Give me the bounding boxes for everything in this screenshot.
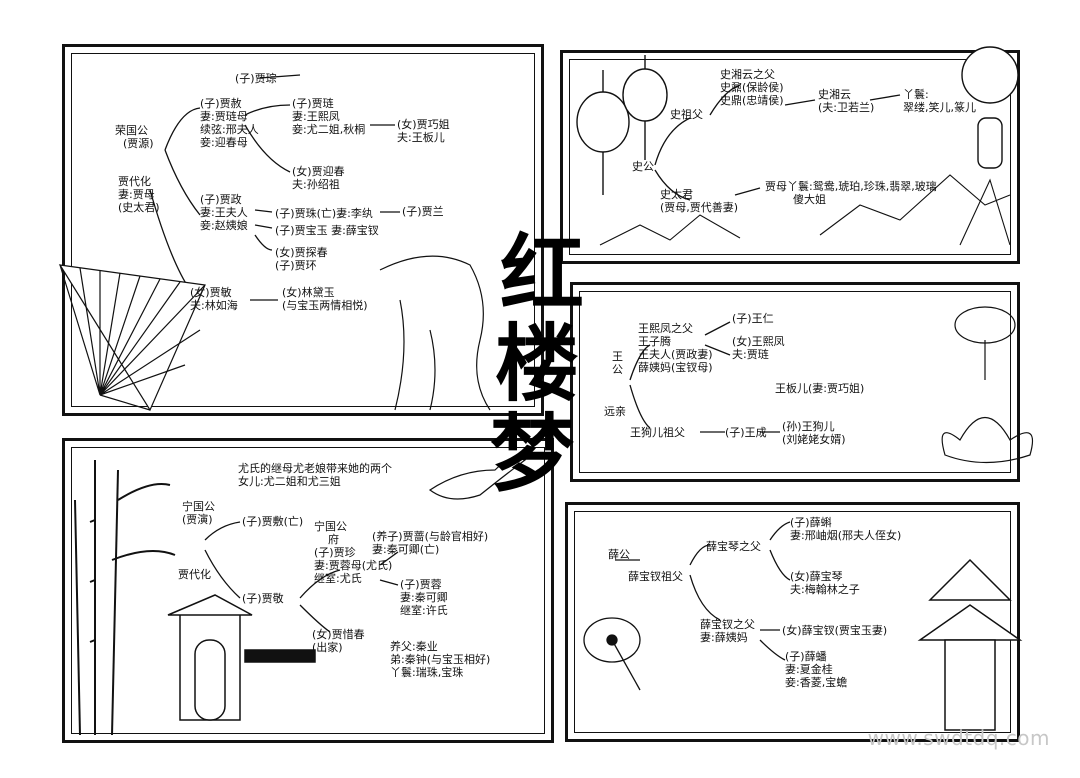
shi-family-panel	[560, 50, 1020, 264]
ning-ke: 养父:秦业弟:秦钟(与宝玉相好)丫鬟:瑞珠,宝珠	[390, 640, 491, 679]
ning-fu: (子)贾敷(亡)	[242, 515, 304, 528]
xue-baochai: (女)薛宝钗(贾宝玉妻)	[782, 624, 888, 637]
jia-zong: (子)贾琮	[235, 72, 277, 85]
wang-family-panel	[570, 282, 1020, 482]
lantern-illustration	[576, 46, 1019, 195]
mountains-illustration	[599, 174, 1011, 246]
wang-gougou: (孙)王狗儿(刘姥姥女婿)	[782, 420, 846, 446]
jia-baoyu: (子)贾宝玉 妻:薛宝钗	[275, 224, 379, 237]
xue-gong: 薛公	[608, 548, 630, 561]
shi-xiangyun-maid: 丫鬟:翠缕,笑儿,篆儿	[903, 88, 976, 114]
xue-baoqin: (女)薛宝琴夫:梅翰林之子	[790, 570, 860, 596]
wang-banr: 王板儿(妻:贾巧姐)	[775, 382, 865, 395]
jia-daiyu: (女)林黛玉(与宝玉两情相悦)	[282, 286, 368, 312]
jia-root: 荣国公(贾源)	[115, 124, 154, 150]
shi-xiangyun-fu: 史湘云之父史鼐(保龄侯)史鼎(忠靖侯)	[720, 68, 784, 107]
jia-qiaojie: (女)贾巧姐夫:王板儿	[397, 118, 450, 144]
ning-sub: 宁国公府(子)贾珍妻:贾蓉母(尤氏)继室:尤氏	[314, 520, 393, 585]
ning-note: 尤氏的继母尤老娘带来她的两个女儿:尤二姐和尤三姐	[238, 462, 392, 488]
xue-pan: (子)薛蟠妻:夏金桂妾:香菱,宝蟾	[785, 650, 848, 689]
shi-gong: 史公	[632, 160, 654, 173]
umbrella-illustration	[583, 617, 641, 691]
jia-lian: (子)贾琏妻:王熙凤妾:尤二姐,秋桐	[292, 97, 366, 136]
xue-chai-fu: 薛宝钗之父妻:薛姨妈	[700, 618, 755, 644]
ning-root: 宁国公(贾演)	[182, 500, 215, 526]
shi-xiangyun: 史湘云(夫:卫若兰)	[818, 88, 875, 114]
title-char-3: 梦	[490, 404, 575, 503]
title-char-1: 红	[500, 224, 585, 323]
jia-min: (女)贾敏夫:林如海	[190, 286, 238, 312]
wang-cheng: (子)王成	[725, 426, 767, 439]
xue-zu: 薛宝钗祖父	[628, 570, 683, 583]
ning-xichun: (女)贾惜春(出家)	[312, 628, 365, 654]
wang-gougou-zu: 王狗儿祖父	[630, 426, 685, 439]
ning-daihua: 贾代化	[178, 568, 211, 581]
jia-she: (子)贾赦妻:贾琏母续弦:邢夫人妾:迎春母	[200, 97, 259, 149]
bamboo-illustration	[74, 460, 176, 736]
pavilion-illustration	[917, 558, 1023, 731]
shi-taijun: 史太君(贾母,贾代善妻)	[660, 188, 739, 214]
bird-illustration	[428, 458, 527, 500]
title-char-2: 楼	[495, 314, 580, 413]
jia-zheng: (子)贾政妻:王夫人妾:赵姨娘	[200, 193, 248, 232]
jia-zhu: (子)贾珠(亡)妻:李纨	[275, 207, 373, 220]
jia-tanchun: (女)贾探春(子)贾环	[275, 246, 328, 272]
jia-dai: 贾代化妻:贾母(史太君)	[118, 175, 160, 214]
ning-family-panel	[62, 438, 554, 743]
ning-rong2: (子)贾蓉妻:秦可卿继室:许氏	[400, 578, 448, 617]
wang-gong: 王公	[612, 350, 623, 376]
jia-family-panel	[62, 44, 544, 416]
lady-illustration	[379, 255, 491, 411]
wang-xifeng: (子)王仁(女)王熙凤夫:贾琏	[732, 312, 785, 361]
ning-jing: (子)贾敬	[242, 592, 284, 605]
xue-ke: (子)薛蝌妻:邢岫烟(邢夫人侄女)	[790, 516, 902, 542]
shi-zu: 史祖父	[670, 108, 703, 121]
folding-fan-illustration	[58, 264, 206, 412]
xue-family-panel	[565, 502, 1020, 742]
gate-illustration	[167, 594, 316, 721]
watermark: www.swdtdq.com	[867, 726, 1050, 750]
jia-lan: (子)贾兰	[402, 205, 444, 218]
xue-baoqin-fu: 薛宝琴之父	[706, 540, 761, 553]
shi-jiamu-maids: 贾母丫鬟:鸳鸯,琥珀,珍珠,翡翠,玻璃傻大姐	[765, 180, 937, 206]
jia-yingchun: (女)贾迎春夫:孙绍祖	[292, 165, 345, 191]
ning-rong: (养子)贾蔷(与龄官相好)妻:秦可卿(亡)	[372, 530, 489, 556]
wang-fu: 王熙凤之父王子腾王夫人(贾政妻)薛姨妈(宝钗母)	[638, 322, 713, 374]
wang-xiyuan: 远亲	[604, 405, 626, 418]
lotus-illustration	[941, 306, 1034, 464]
